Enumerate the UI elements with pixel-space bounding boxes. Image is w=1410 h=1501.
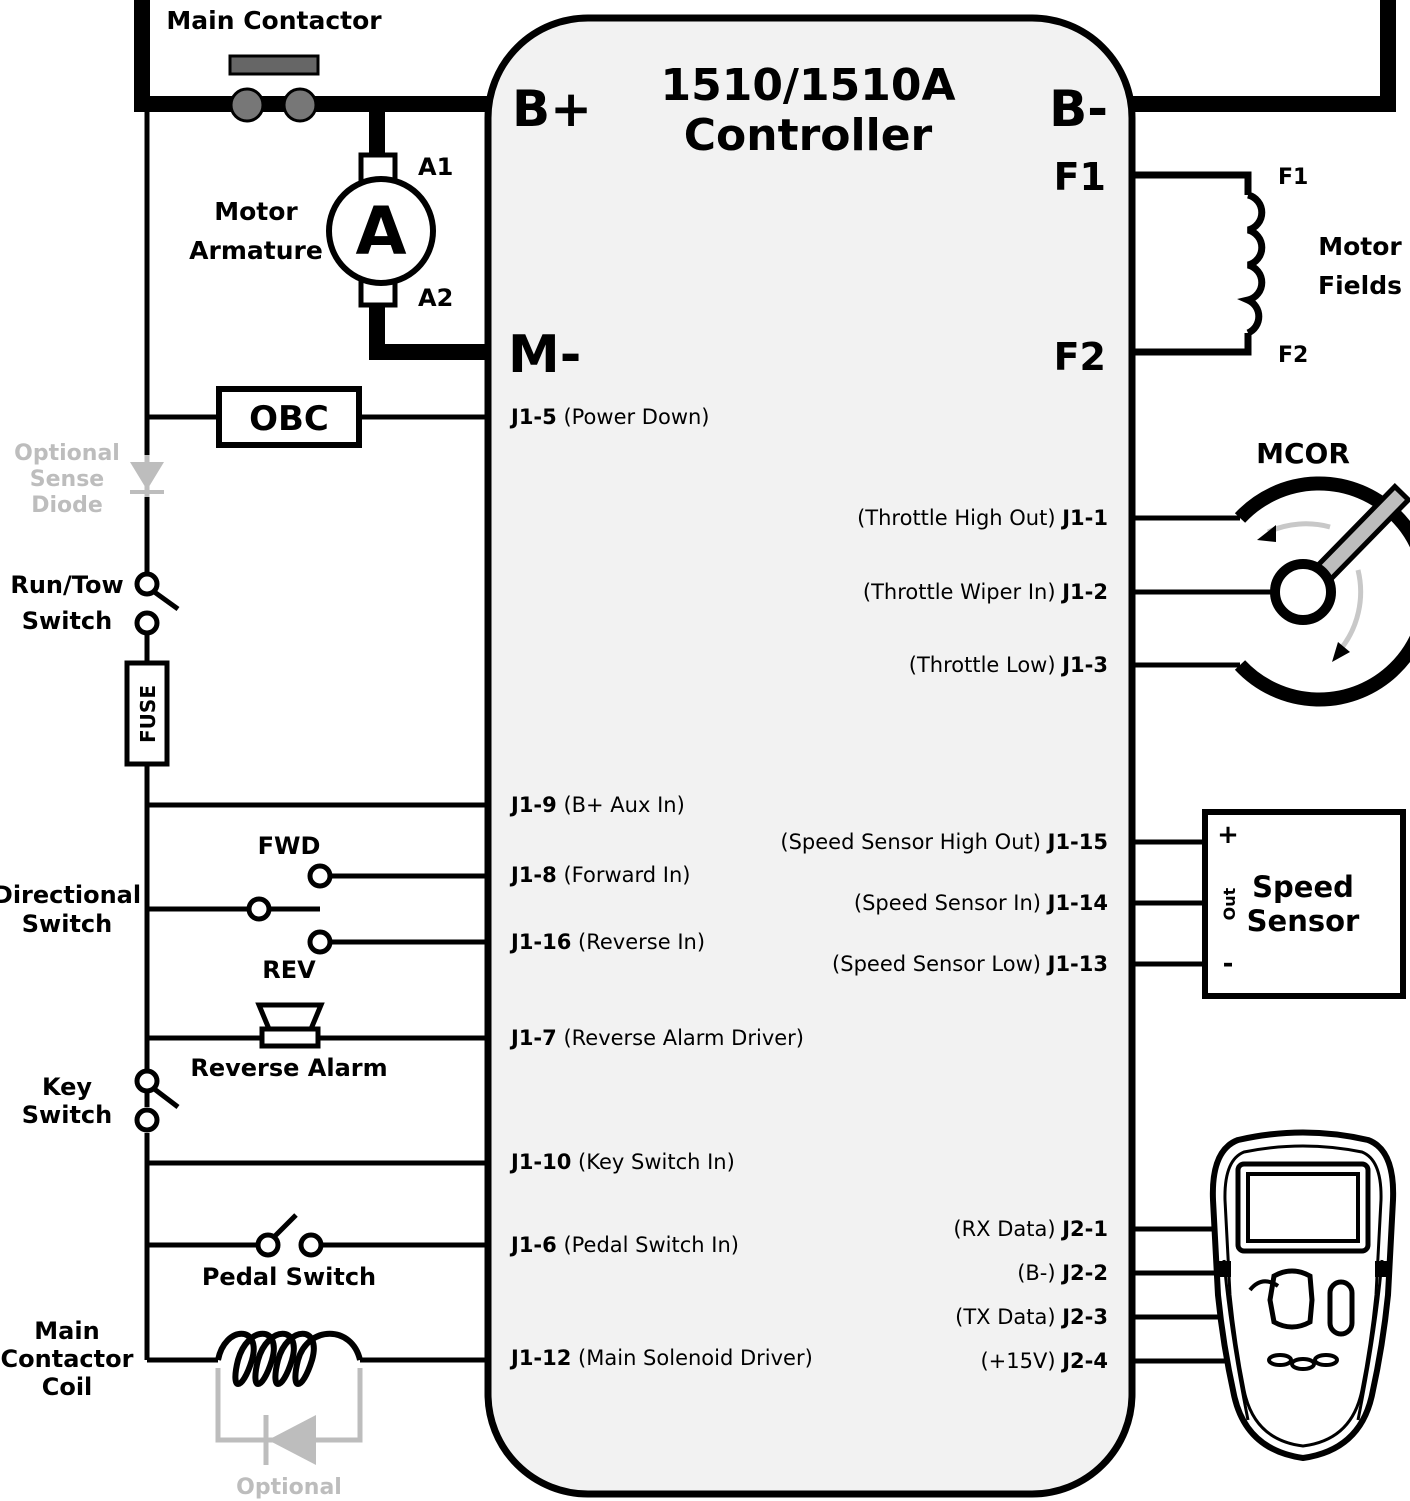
motor-armature-label-2: Armature [189, 236, 323, 265]
optional-coil-diode [215, 1368, 363, 1465]
pin-label-j2-1: (RX Data) J2-1 [953, 1217, 1108, 1241]
sense-diode [130, 455, 164, 497]
mcor-throttle [1234, 476, 1410, 707]
pin-label-j1-7: J1-7 (Reverse Alarm Driver) [509, 1026, 804, 1050]
obc-label: OBC [249, 399, 329, 439]
pedal-switch [255, 1213, 324, 1258]
speed-sensor-box [1202, 809, 1406, 999]
pin-label-j1-8: J1-8 (Forward In) [509, 863, 690, 887]
handheld-programmer-icon [1209, 1129, 1397, 1462]
fuse-box [124, 660, 170, 767]
pin-label-j2-2: (B-) J2-2 [1017, 1261, 1108, 1285]
speed-sensor-minus: - [1223, 949, 1234, 979]
main-contactor-coil [215, 1330, 363, 1387]
motor-fields-label-2: Fields [1318, 271, 1402, 300]
armature-symbol: A [355, 193, 406, 270]
obc-box [216, 386, 362, 448]
run-tow-label-1: Run/Tow [10, 571, 123, 599]
controller-body [484, 14, 1136, 1498]
reverse-alarm-label: Reverse Alarm [190, 1054, 387, 1082]
pedal-switch-label: Pedal Switch [202, 1263, 376, 1291]
main-coil-label-3: Coil [42, 1373, 93, 1401]
mcor-label: MCOR [1256, 437, 1350, 470]
controller-title-line2: Controller [684, 110, 933, 161]
terminal-m-minus: M- [508, 325, 581, 385]
pin-label-j1-13: (Speed Sensor Low) J1-13 [832, 952, 1108, 976]
terminal-b-minus: B- [1049, 80, 1108, 138]
fwd-label: FWD [258, 832, 321, 860]
field-f1-label: F1 [1278, 165, 1308, 190]
pin-label-j1-2: (Throttle Wiper In) J1-2 [863, 580, 1108, 604]
pin-label-j1-16: J1-16 (Reverse In) [509, 930, 705, 954]
pin-label-j1-10: J1-10 (Key Switch In) [509, 1150, 735, 1174]
speed-sensor-plus: + [1217, 820, 1239, 850]
pin-label-j1-5: J1-5 (Power Down) [509, 405, 710, 429]
terminal-f1: F1 [1054, 155, 1106, 199]
controller-title-line1: 1510/1510A [660, 60, 955, 111]
motor-armature-label-1: Motor [214, 197, 298, 226]
sense-diode-label-2: Sense [30, 467, 104, 492]
sense-diode-label-1: Optional [14, 441, 120, 466]
motor-armature [326, 152, 436, 308]
pin-label-j1-9: J1-9 (B+ Aux In) [509, 793, 685, 817]
left-pin-labels: J1-5 (Power Down) J1-9 (B+ Aux In) J1-8 … [509, 405, 813, 1370]
pin-label-j1-14: (Speed Sensor In) J1-14 [854, 891, 1108, 915]
armature-a1-label: A1 [418, 153, 453, 181]
key-switch-label-1: Key [42, 1073, 92, 1101]
optional-diode-label: Optional [236, 1475, 342, 1500]
fuse-label: FUSE [136, 685, 160, 743]
directional-label-2: Switch [22, 910, 112, 938]
pin-label-j1-3: (Throttle Low) J1-3 [909, 653, 1108, 677]
speed-sensor-out: Out [1220, 887, 1239, 920]
run-tow-label-2: Switch [22, 607, 112, 635]
motor-fields [1132, 171, 1266, 356]
rev-label: REV [262, 956, 316, 984]
pin-label-j1-1: (Throttle High Out) J1-1 [857, 506, 1108, 530]
directional-switch [246, 863, 333, 955]
run-tow-switch [134, 571, 180, 636]
main-coil-label-1: Main [34, 1317, 99, 1345]
right-signal-wiring [1132, 515, 1275, 1364]
right-pin-labels: (Throttle High Out) J1-1 (Throttle Wiper… [780, 506, 1108, 1373]
reverse-alarm [255, 1002, 325, 1049]
pin-label-j1-15: (Speed Sensor High Out) J1-15 [780, 830, 1108, 854]
main-contactor-label: Main Contactor [166, 6, 382, 35]
pin-label-j1-6: J1-6 (Pedal Switch In) [509, 1233, 739, 1257]
battery-wiring [134, 0, 1396, 360]
pin-label-j2-4: (+15V) J2-4 [980, 1349, 1108, 1373]
motor-fields-label-1: Motor [1318, 232, 1402, 261]
directional-label-1: Directional [0, 881, 141, 909]
sense-diode-label-3: Diode [31, 493, 103, 518]
speed-sensor-label-1: Speed [1252, 870, 1354, 904]
pin-label-j1-12: J1-12 (Main Solenoid Driver) [509, 1346, 813, 1370]
key-switch-label-2: Switch [22, 1101, 112, 1129]
armature-a2-label: A2 [418, 284, 453, 312]
terminal-f2: F2 [1054, 335, 1106, 379]
speed-sensor-label-2: Sensor [1247, 904, 1360, 938]
main-contactor [228, 54, 320, 123]
terminal-b-plus: B+ [512, 80, 592, 138]
key-switch [134, 1068, 180, 1133]
pin-label-j2-3: (TX Data) J2-3 [955, 1305, 1108, 1329]
main-coil-label-2: Contactor [1, 1345, 134, 1373]
field-f2-label: F2 [1278, 343, 1308, 368]
